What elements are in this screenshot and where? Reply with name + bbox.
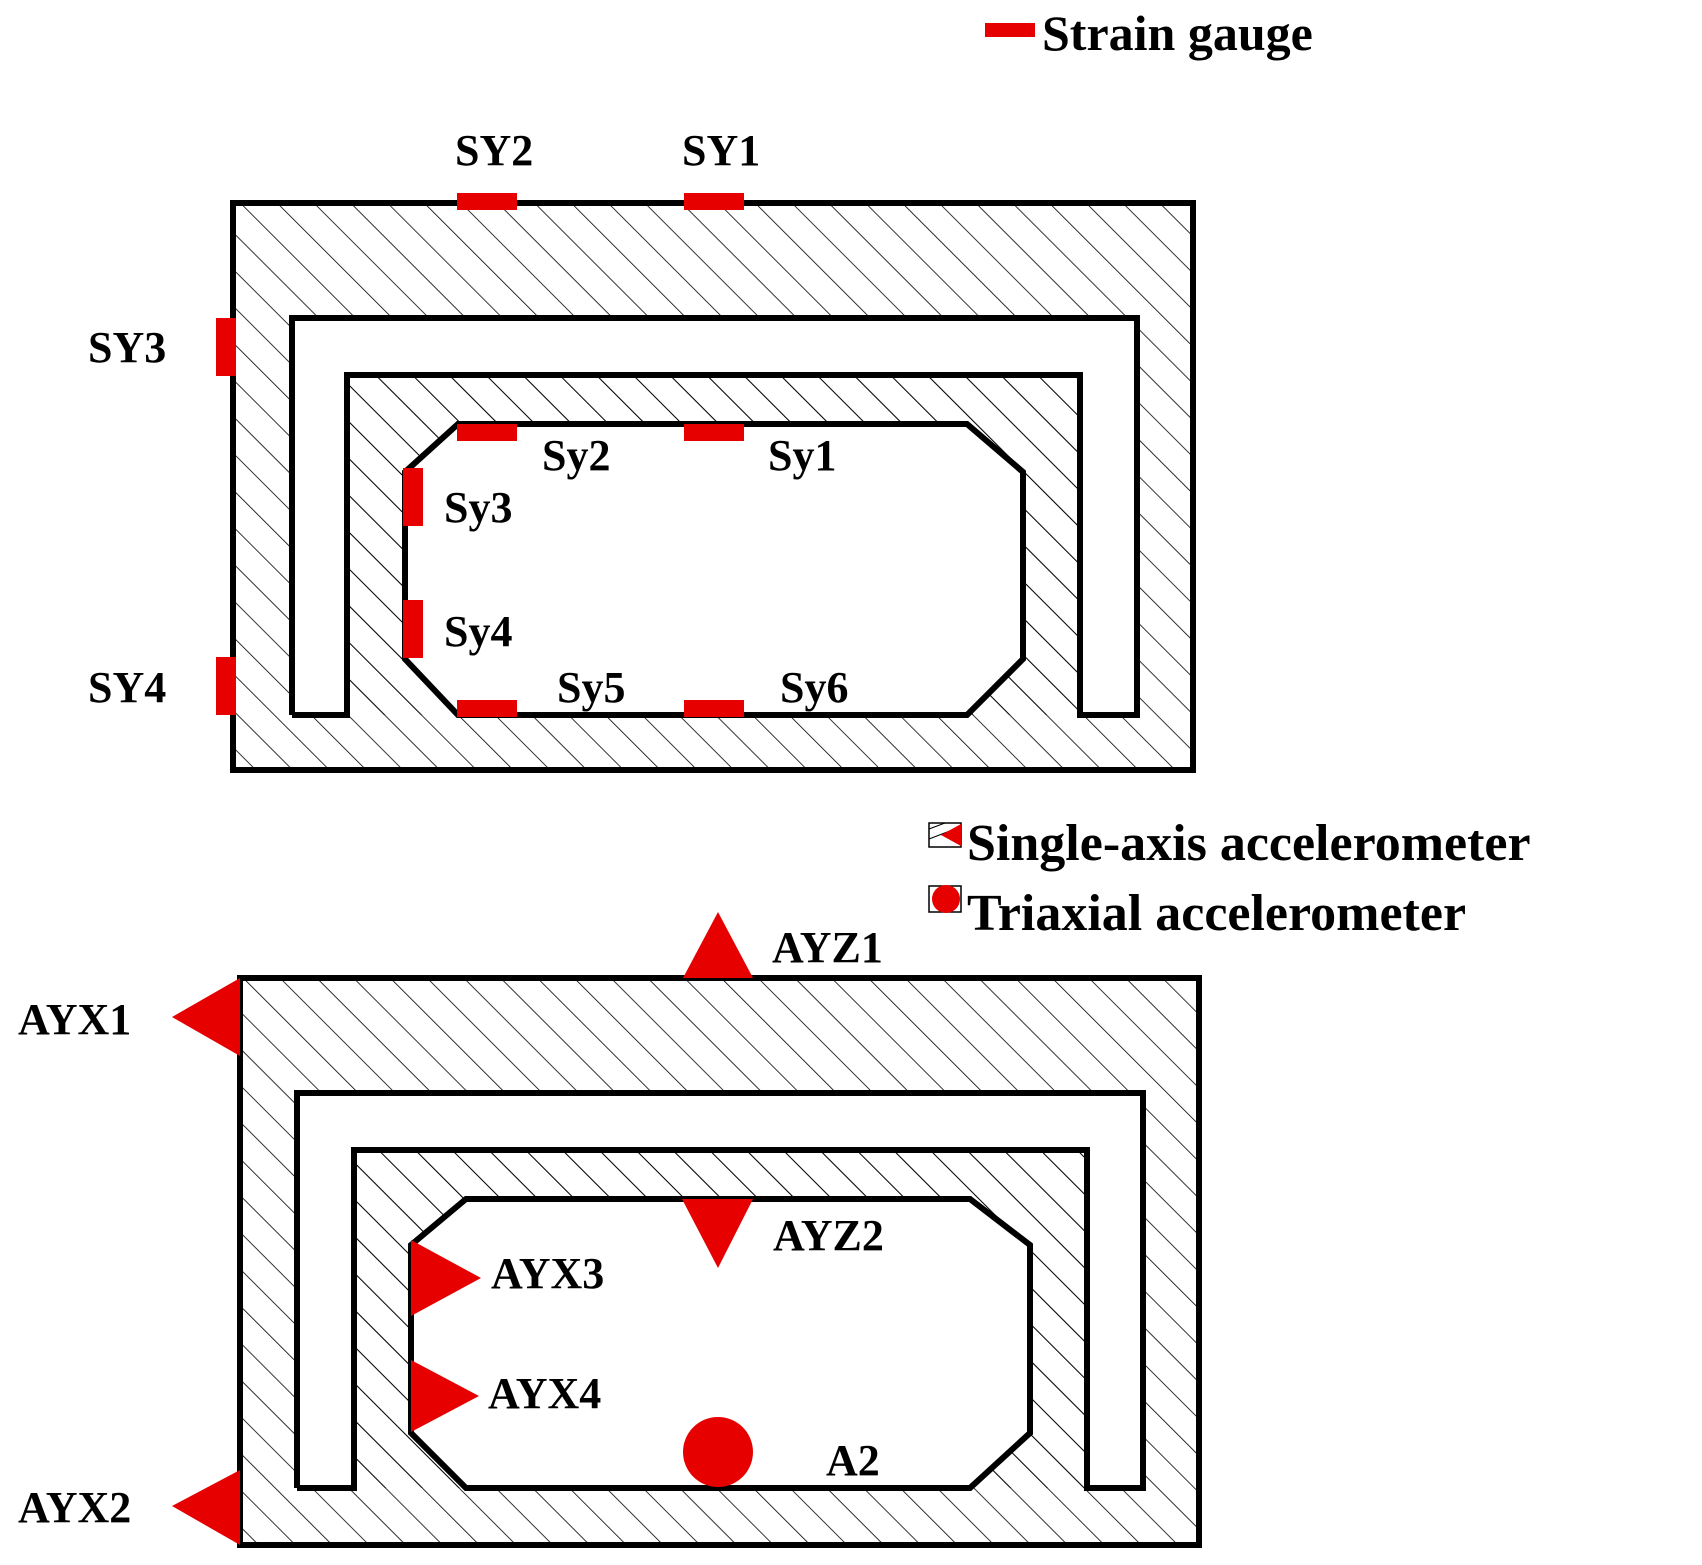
label-AYX4: AYX4 [488, 1369, 601, 1418]
strain-gauge-SY1 [684, 193, 744, 210]
label-SY2: SY2 [455, 126, 533, 175]
triaxial-legend-icon [932, 885, 960, 913]
legend-strain-gauge-label: Strain gauge [1042, 5, 1313, 61]
strain-gauge-Sy6 [684, 700, 744, 717]
accelerometer-A2 [683, 1417, 753, 1487]
strain-gauge-Sy1 [684, 424, 744, 441]
bottom-hatched-region-inner [354, 1150, 1087, 1488]
single-axis-legend-icon [941, 824, 961, 846]
strain-gauge-legend-icon [985, 23, 1035, 37]
label-Sy1: Sy1 [768, 431, 836, 480]
accelerometer-AYX3 [411, 1240, 481, 1316]
top-gap-channel [289, 315, 1140, 718]
strain-gauge-SY4 [216, 657, 236, 715]
legend-single-axis-label: Single-axis accelerometer [967, 815, 1531, 872]
label-AYX3: AYX3 [491, 1249, 604, 1298]
top-structure [230, 200, 1196, 773]
label-Sy2: Sy2 [542, 431, 610, 480]
strain-gauge-Sy2 [457, 424, 517, 441]
label-Sy5: Sy5 [557, 663, 625, 712]
label-AYX1: AYX1 [18, 995, 131, 1044]
accelerometer-AYX2 [172, 1470, 240, 1545]
accelerometer-AYX4 [411, 1360, 479, 1432]
legend-triaxial: Triaxial accelerometer [928, 885, 1466, 942]
label-Sy4: Sy4 [444, 607, 512, 656]
legend-strain-gauge: Strain gauge [985, 5, 1313, 61]
accelerometer-AYZ2 [682, 1199, 753, 1268]
strain-gauge-SY2 [457, 193, 517, 210]
label-SY4: SY4 [88, 663, 166, 712]
strain-gauge-Sy4 [403, 600, 423, 658]
strain-gauge-Sy5 [457, 700, 517, 717]
label-A2: A2 [826, 1436, 880, 1485]
strain-gauge-SY3 [216, 318, 236, 376]
legend-triaxial-label: Triaxial accelerometer [967, 885, 1466, 942]
bottom-gap-channel [294, 1090, 1146, 1491]
label-SY3: SY3 [88, 323, 166, 372]
top-inner-opening [402, 421, 1026, 718]
label-AYZ2: AYZ2 [773, 1211, 884, 1260]
label-Sy3: Sy3 [444, 483, 512, 532]
accelerometer-AYZ1 [683, 912, 753, 978]
strain-gauge-marks [216, 193, 744, 717]
label-Sy6: Sy6 [780, 663, 848, 712]
legend-single-axis: Single-axis accelerometer [928, 815, 1531, 872]
strain-gauge-Sy3 [403, 468, 423, 526]
top-hatched-region-inner [347, 375, 1080, 715]
strain-gauge-labels: SY2 SY1 SY3 SY4 Sy2 Sy1 Sy3 Sy4 Sy5 Sy6 [88, 126, 848, 712]
label-SY1: SY1 [682, 126, 760, 175]
label-AYX2: AYX2 [18, 1483, 131, 1532]
label-AYZ1: AYZ1 [772, 923, 883, 972]
accelerometer-marks [172, 912, 753, 1545]
accelerometer-labels: AYZ1 AYX1 AYX2 AYZ2 AYX3 AYX4 A2 [18, 923, 884, 1532]
accelerometer-AYX1 [172, 978, 240, 1056]
